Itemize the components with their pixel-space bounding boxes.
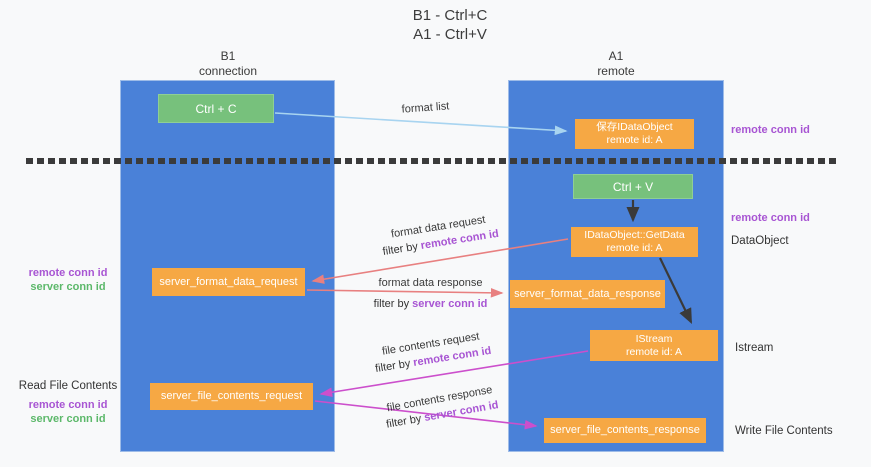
format-data-response-text: format data response: [378, 277, 483, 289]
save-idataobject-node: 保存IDataObject remote id: A: [575, 119, 694, 149]
write-file-contents-label: Write File Contents: [735, 425, 833, 437]
left-remote-conn-id: remote conn id: [28, 267, 108, 279]
left-column-name: B1: [220, 49, 236, 63]
left-server-conn-id: server conn id: [30, 281, 106, 293]
server-file-contents-request-node: server_file_contents_request: [150, 383, 313, 410]
right-column-header: A1 remote: [556, 49, 676, 79]
left-file-remote-conn-id: remote conn id: [28, 399, 108, 411]
server-format-data-response-node: server_format_data_response: [510, 280, 665, 308]
getdata-line1: IDataObject::GetData: [584, 229, 685, 241]
server-format-data-response-label: server_format_data_response: [514, 287, 661, 300]
dataobject-label: DataObject: [731, 235, 789, 247]
left-column-subtitle: connection: [198, 64, 258, 78]
getdata-line2: remote id: A: [606, 242, 663, 254]
right-column-subtitle: remote: [597, 64, 635, 78]
phase-separator-dashed-line: [26, 158, 838, 164]
title-line-2: A1 - Ctrl+V: [413, 26, 487, 43]
istream-side-label: Istream: [735, 342, 774, 354]
format-list-label: format list: [401, 100, 450, 116]
ctrl-c-node: Ctrl + C: [158, 94, 274, 123]
ctrl-v-node: Ctrl + V: [573, 174, 693, 199]
istream-node: IStream remote id: A: [590, 330, 718, 361]
format-data-response-label: format data response filter by server co…: [368, 275, 493, 312]
left-column-header: B1 connection: [168, 49, 288, 79]
right-mid-remote-conn-id: remote conn id: [731, 212, 810, 224]
format-data-response-filter: filter by server conn id: [373, 298, 488, 310]
save-idataobject-line2: remote id: A: [606, 134, 663, 146]
diagram-title: B1 - Ctrl+C A1 - Ctrl+V: [370, 6, 530, 44]
save-idataobject-line1: 保存IDataObject: [596, 121, 673, 133]
left-file-server-conn-id: server conn id: [30, 413, 106, 425]
idataobject-getdata-node: IDataObject::GetData remote id: A: [571, 227, 698, 257]
right-column-name: A1: [608, 49, 624, 63]
left-format-conn-ids: remote conn id server conn id: [18, 266, 118, 294]
ctrl-c-label: Ctrl + C: [195, 101, 237, 116]
server-file-contents-request-label: server_file_contents_request: [160, 390, 303, 402]
ctrl-v-label: Ctrl + V: [612, 179, 654, 194]
left-file-annotations: Read File Contents remote conn id server…: [14, 379, 122, 426]
server-file-contents-response-label: server_file_contents_response: [550, 424, 700, 436]
server-file-contents-response-node: server_file_contents_response: [544, 418, 706, 443]
istream-line1: IStream: [635, 332, 673, 345]
file-contents-response-label: file contents response filter by server …: [370, 379, 511, 434]
right-top-remote-conn-id: remote conn id: [731, 124, 810, 136]
istream-line2: remote id: A: [625, 345, 683, 358]
server-format-data-request-label: server_format_data_request: [159, 275, 298, 288]
read-file-contents-label: Read File Contents: [18, 380, 118, 392]
title-line-1: B1 - Ctrl+C: [412, 7, 488, 24]
file-contents-request-label: file contents request filter by remote c…: [361, 325, 502, 378]
server-format-data-request-node: server_format_data_request: [152, 268, 305, 296]
format-data-request-label: format data request filter by remote con…: [370, 209, 508, 262]
server-conn-id-highlight: server conn id: [412, 298, 488, 310]
